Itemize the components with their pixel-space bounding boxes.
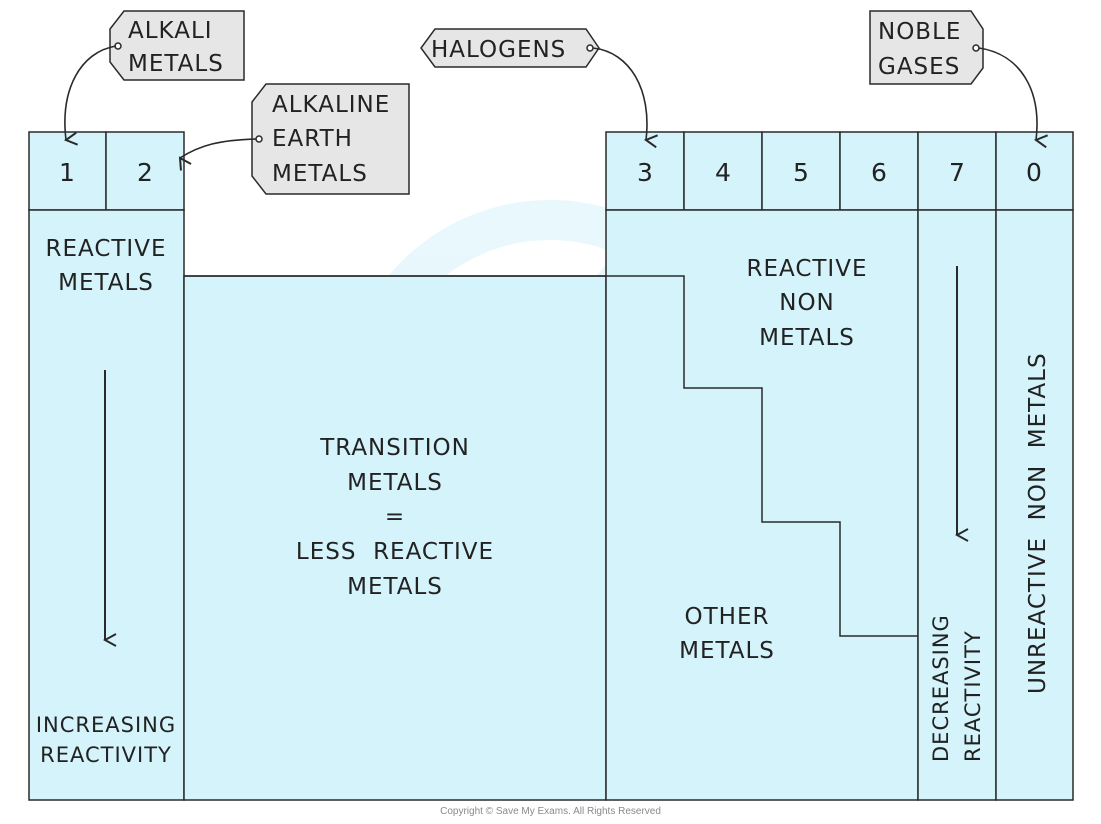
group-number-4: 4: [715, 158, 731, 187]
header-cell-group-5: [761, 131, 841, 211]
alkaline-earth-metals-line-3: METALS: [272, 161, 368, 187]
noble-gases-tag-hole: [972, 44, 980, 52]
group-number-2: 2: [137, 158, 153, 187]
alkaline-earth-metals-line-1: ALKALINE: [272, 92, 390, 118]
transition-metals-block: [183, 275, 607, 801]
unreactive-non-metals-label: UNREACTIVE NON METALS: [1025, 352, 1051, 694]
alkali-metals-callout: ALKALI METALS: [65, 10, 245, 140]
reactive-metals-column: [28, 209, 185, 801]
alkali-metals-tag: [109, 10, 245, 81]
alkaline-earth-metals-line-2: EARTH: [272, 126, 353, 152]
group-number-0: 0: [1026, 158, 1042, 187]
noble-gases-callout: NOBLE GASES: [869, 10, 1037, 140]
reactive-non-metals-line-2: NON: [779, 290, 835, 316]
other-metals-line-2: METALS: [679, 638, 775, 664]
halogens-callout: HALOGENS: [420, 28, 647, 140]
transition-metals-line-1: TRANSITION: [319, 435, 470, 461]
noble-gases-pointer: [978, 47, 1037, 140]
transition-metals-line-3: =: [385, 504, 405, 530]
decreasing-reactivity-line-2: REACTIVITY: [961, 630, 985, 762]
other-metals-line-1: OTHER: [685, 604, 770, 630]
increasing-reactivity-line-1: INCREASING: [36, 713, 176, 737]
header-cell-group-6: [839, 131, 919, 211]
alkaline-earth-metals-pointer: [180, 138, 257, 158]
alkali-metals-line-1: ALKALI: [128, 18, 213, 44]
group-number-6: 6: [871, 158, 887, 187]
alkaline-earth-metals-tag: [251, 83, 410, 195]
header-cell-group-7: [917, 131, 997, 211]
metal-nonmetal-divider: [184, 275, 918, 637]
halogens-tag-hole: [586, 44, 594, 52]
group-number-5: 5: [793, 158, 809, 187]
reactive-metals-line-2: METALS: [58, 270, 154, 296]
halogens-pointer: [592, 47, 647, 140]
transition-metals-line-4: LESS REACTIVE: [296, 539, 494, 565]
transition-metals-line-2: METALS: [347, 470, 443, 496]
left-block: [28, 131, 185, 801]
increasing-reactivity-line-2: REACTIVITY: [40, 743, 172, 767]
group-number-3: 3: [637, 158, 653, 187]
alkali-metals-line-2: METALS: [128, 51, 224, 77]
transition-metals-line-5: METALS: [347, 574, 443, 600]
alkaline-earth-metals-callout: ALKALINE EARTH METALS: [180, 83, 410, 195]
group-number-1: 1: [59, 158, 75, 187]
halogens-label: HALOGENS: [431, 37, 566, 63]
alkaline-earth-metals-tag-hole: [255, 135, 263, 143]
decreasing-reactivity-line-1: DECREASING: [929, 614, 953, 762]
reactive-non-metals-line-3: METALS: [759, 325, 855, 351]
group-0-column: [995, 209, 1074, 801]
noble-gases-line-1: NOBLE: [878, 19, 961, 45]
noble-gases-line-2: GASES: [878, 54, 960, 80]
group-number-7: 7: [949, 158, 965, 187]
reactive-non-metals-line-1: REACTIVE: [746, 256, 867, 282]
copyright-notice: Copyright © Save My Exams. All Rights Re…: [440, 806, 661, 817]
noble-gases-tag: [869, 10, 984, 85]
right-block: [605, 131, 1074, 801]
reactive-metals-line-1: REACTIVE: [45, 236, 166, 262]
alkali-metals-pointer: [65, 45, 117, 140]
halogens-tag: [420, 28, 600, 68]
